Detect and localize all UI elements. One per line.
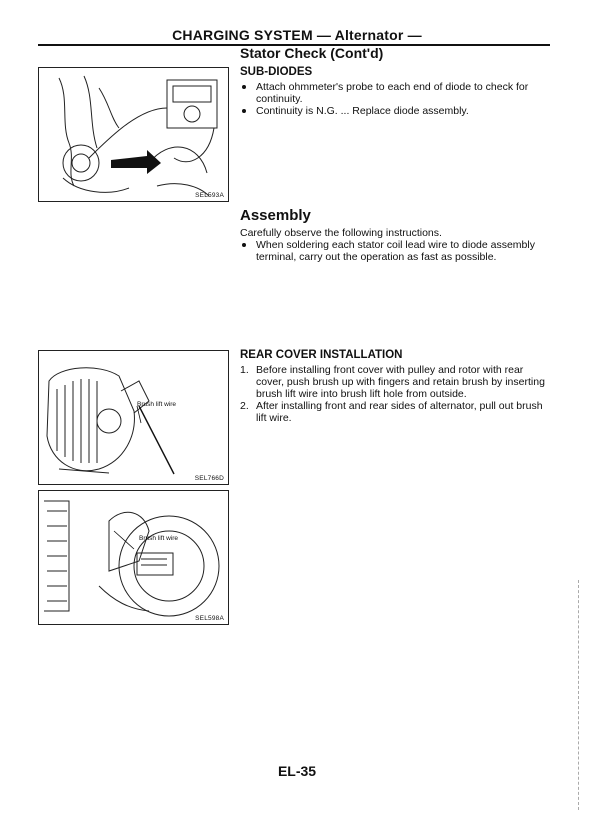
assembly-intro: Carefully observe the following instruct… (240, 227, 442, 239)
assembly-section: Carefully observe the following instruct… (240, 227, 552, 263)
page-header: CHARGING SYSTEM — Alternator — (172, 27, 422, 43)
list-item: When soldering each stator coil lead wir… (240, 239, 552, 263)
page-number: EL-35 (277, 763, 317, 779)
callout-label: Brush lift wire (139, 535, 179, 542)
assembly-list: When soldering each stator coil lead wir… (240, 239, 552, 263)
alternator-illustration (46, 367, 175, 475)
assembly-heading: Assembly (240, 207, 311, 224)
list-item: 2.After installing front and rear sides … (240, 400, 543, 424)
figure-rear-cover: Brush lift wire SEL598A (38, 490, 229, 625)
figure-diode-check: SEL593A (38, 67, 229, 202)
rear-cover-steps: 1.Before installing front cover with pul… (240, 364, 552, 424)
sub-diodes-heading: SUB-DIODES (240, 66, 313, 78)
list-item: Continuity is N.G. ... Replace diode ass… (240, 105, 552, 117)
header-rule (38, 44, 550, 46)
figure-brush-lift-wire: Brush lift wire SEL766D (38, 350, 229, 485)
diode-check-illustration (58, 75, 218, 197)
page-edge-mark (578, 580, 580, 810)
list-item: Attach ohmmeter's probe to each end of d… (240, 81, 552, 105)
bullet-icon (242, 85, 246, 89)
bullet-icon (242, 243, 246, 247)
figure-code: SEL766D (194, 475, 224, 482)
rear-cover-section: REAR COVER INSTALLATION 1.Before install… (240, 349, 552, 424)
sub-diodes-section: SUB-DIODES Attach ohmmeter's probe to ea… (240, 66, 552, 117)
rear-cover-heading: REAR COVER INSTALLATION (240, 349, 403, 361)
sub-diodes-list: Attach ohmmeter's probe to each end of d… (240, 81, 552, 117)
rear-cover-illustration (44, 500, 220, 617)
list-item: 1.Before installing front cover with pul… (240, 364, 545, 400)
section-title: Stator Check (Cont'd) (240, 45, 384, 61)
callout-label: Brush lift wire (137, 401, 177, 408)
figure-code: SEL598A (195, 615, 224, 622)
figure-code: SEL593A (195, 192, 224, 199)
bullet-icon (242, 109, 246, 113)
